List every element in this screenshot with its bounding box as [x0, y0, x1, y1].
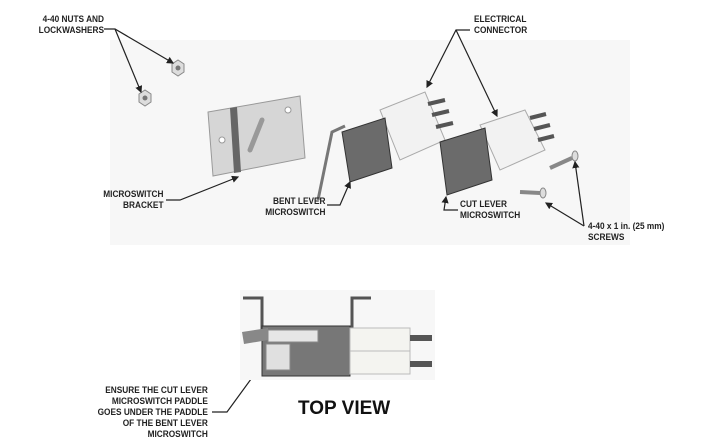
- paddle-note-label: ENSURE THE CUT LEVER MICROSWITCH PADDLE …: [98, 385, 208, 440]
- label-line: 4-40 NUTS AND: [42, 14, 104, 24]
- cut-lever-microswitch-label: CUT LEVER MICROSWITCH: [460, 199, 520, 221]
- microswitch-bracket: [207, 95, 306, 177]
- top-view-title: TOP VIEW: [298, 398, 391, 419]
- label-line: MICROSWITCH: [460, 210, 521, 220]
- bent-lever-microswitch-label: BENT LEVER MICROSWITCH: [265, 196, 325, 218]
- leader-lines: [104, 28, 585, 413]
- label-line: BENT LEVER: [272, 196, 325, 206]
- nuts-lockwashers-label: 4-40 NUTS AND LOCKWASHERS: [39, 14, 104, 36]
- label-line: MICROSWITCH: [264, 207, 325, 217]
- top-view-drawing: [240, 290, 435, 380]
- screws-label: 4-40 x 1 in. (25 mm) SCREWS: [588, 221, 664, 243]
- label-line: SCREWS: [588, 232, 625, 242]
- label-line: 4-40 x 1 in. (25 mm): [588, 221, 665, 231]
- label-line: MICROSWITCH PADDLE: [112, 396, 208, 406]
- screw-icon: [519, 187, 547, 199]
- bent-lever-microswitch: [316, 91, 454, 201]
- label-line: CUT LEVER: [460, 199, 507, 209]
- microswitch-bracket-label: MICROSWITCH BRACKET: [103, 189, 163, 211]
- nut-icon: [138, 89, 152, 107]
- label-line: GOES UNDER THE PADDLE: [97, 407, 208, 417]
- label-line: CONNECTOR: [474, 25, 528, 35]
- electrical-connector-label: ELECTRICAL CONNECTOR: [474, 14, 527, 36]
- cut-lever-microswitch: [439, 109, 555, 196]
- label-line: BRACKET: [122, 200, 163, 210]
- label-line: ELECTRICAL: [474, 14, 527, 24]
- label-line: MICROSWITCH: [102, 189, 163, 199]
- label-line: MICROSWITCH: [147, 429, 208, 439]
- label-line: LOCKWASHERS: [38, 25, 104, 35]
- label-line: ENSURE THE CUT LEVER: [105, 385, 208, 395]
- label-line: OF THE BENT LEVER: [122, 418, 208, 428]
- screw-icon: [549, 150, 579, 170]
- nut-icon: [171, 59, 185, 77]
